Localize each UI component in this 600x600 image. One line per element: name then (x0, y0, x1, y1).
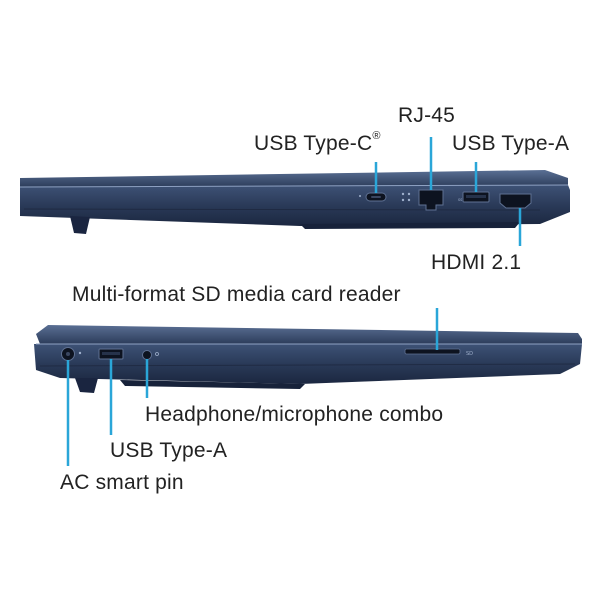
label-usb-type-c: USB Type-C® (254, 130, 381, 155)
label-usb-type-a-right: USB Type-A (452, 132, 570, 155)
label-ac-smart-pin: AC smart pin (60, 471, 184, 494)
usb-a-port-left (98, 348, 124, 360)
usb-a-port-right: ss (458, 191, 490, 203)
laptop-right-side: ss (19, 137, 570, 246)
right-lid (20, 170, 568, 187)
label-sd-card-reader: Multi-format SD media card reader (72, 283, 401, 306)
sd-slot-etched-label: SD (466, 351, 473, 357)
sd-card-slot: SD (404, 348, 473, 357)
registered-mark: ® (372, 130, 381, 142)
laptop-left-side: SD (34, 308, 582, 466)
right-base (20, 185, 570, 226)
svg-text:ss: ss (458, 197, 462, 202)
label-headphone-mic-combo: Headphone/microphone combo (145, 403, 444, 426)
label-rj45: RJ-45 (398, 104, 456, 127)
usb-c-port (359, 192, 387, 202)
label-hdmi: HDMI 2.1 (431, 251, 522, 274)
hdmi-port (499, 193, 532, 209)
label-usb-type-a-left: USB Type-A (110, 439, 228, 462)
right-callout-lines (374, 137, 522, 246)
left-callout-lines (66, 308, 439, 466)
left-lid (36, 325, 582, 344)
rj45-port (418, 189, 444, 211)
